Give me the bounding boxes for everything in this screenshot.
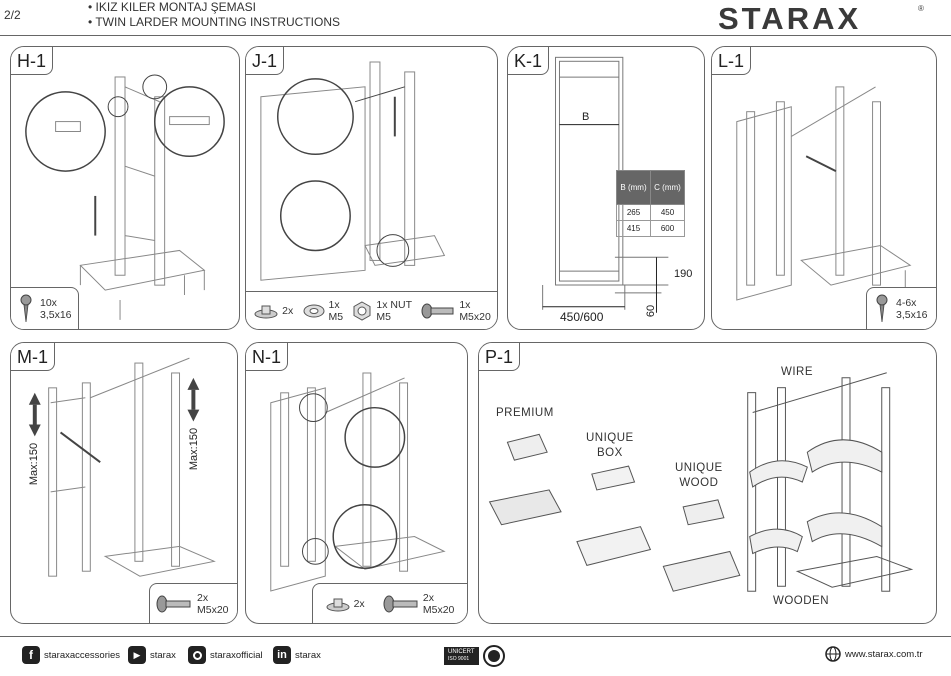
dim-b-label: B xyxy=(582,111,590,123)
header-divider xyxy=(0,35,951,36)
page-number: 2/2 xyxy=(4,8,21,22)
label-wooden: WOODEN xyxy=(773,595,830,607)
title-en: TWIN LARDER MOUNTING INSTRUCTIONS xyxy=(88,15,340,30)
facebook-icon: f xyxy=(22,646,40,664)
nut-icon xyxy=(353,300,371,321)
hw-qty: 2x xyxy=(282,304,294,317)
hw-qty: 2x xyxy=(353,597,365,610)
max-left-label: Max:150 xyxy=(28,442,41,486)
footer-instagram[interactable]: staraxofficial xyxy=(188,646,263,664)
youtube-icon: ▶ xyxy=(128,646,146,664)
label-unique-box: UNIQUE BOX xyxy=(586,432,634,459)
hw-size: M5x20 xyxy=(459,310,491,323)
document-title: IKIZ KILER MONTAJ ŞEMASI TWIN LARDER MOU… xyxy=(88,0,340,30)
hw-qty: 1x NUT xyxy=(376,298,413,311)
hw-qty: 1x xyxy=(328,298,340,311)
hw-size: M5 xyxy=(376,310,392,323)
cert-seal-icon xyxy=(482,645,505,667)
step-p1-panel: P-1 PREMIUM UNIQUE BOX UNIQUE WOOD WIRE … xyxy=(478,342,937,624)
j1-illustration xyxy=(260,61,446,281)
dim-width-label: 450/600 xyxy=(560,310,604,324)
step-label: P-1 xyxy=(479,343,521,371)
max-right-label: Max:150 xyxy=(188,427,201,471)
registered-mark: ® xyxy=(918,4,924,13)
p1-basket-options xyxy=(488,372,914,592)
washer-icon xyxy=(303,304,325,317)
hw-qty: 2x xyxy=(422,591,434,604)
bolt-icon xyxy=(383,595,418,612)
hw-qty: 1x xyxy=(459,298,471,311)
step-label: M-1 xyxy=(11,343,55,371)
label-unique-wood: UNIQUE WOOD xyxy=(675,462,723,489)
hw-size: M5x20 xyxy=(422,603,455,616)
instagram-icon xyxy=(188,646,206,664)
dim-height-190: 190 xyxy=(674,268,693,280)
cert-standard: ISO 9001 xyxy=(448,656,470,662)
cert-name: UNICERT xyxy=(448,649,475,655)
label-wire: WIRE xyxy=(781,366,814,378)
globe-icon xyxy=(825,646,841,662)
title-tr: IKIZ KILER MONTAJ ŞEMASI xyxy=(88,0,340,15)
hw-qty: 4-6x xyxy=(896,296,917,309)
l1-illustration xyxy=(736,86,912,301)
hw-size: M5 xyxy=(328,310,344,323)
screw-icon xyxy=(20,294,32,322)
m1-illustration xyxy=(28,357,216,577)
spacer-icon xyxy=(326,598,350,611)
brand-name: STARAX xyxy=(718,2,861,34)
n1-illustration xyxy=(270,372,446,592)
col-c: C (mm) xyxy=(650,170,685,205)
hw-qty: 10x xyxy=(40,296,57,309)
step-label: N-1 xyxy=(246,343,289,371)
hw-size: 3,5x16 xyxy=(896,308,928,321)
hw-qty: 2x xyxy=(197,591,209,604)
hw-size: 3,5x16 xyxy=(40,308,72,321)
col-b: B (mm) xyxy=(616,170,651,205)
spacer-icon xyxy=(254,305,278,318)
linkedin-icon: in xyxy=(273,646,291,664)
label-premium: PREMIUM xyxy=(496,407,554,419)
dim-height-60: 60 xyxy=(645,304,658,318)
hw-size: M5x20 xyxy=(197,603,229,616)
footer-divider xyxy=(0,636,951,637)
step-label: L-1 xyxy=(712,47,752,75)
bolt-icon xyxy=(421,303,454,318)
step-label: J-1 xyxy=(246,47,285,75)
bolt-icon xyxy=(156,595,191,612)
step-label: K-1 xyxy=(508,47,550,75)
certification-badge: UNICERT ISO 9001 xyxy=(444,645,505,667)
h1-illustration xyxy=(25,74,225,320)
screw-icon xyxy=(876,294,888,322)
footer-youtube[interactable]: ▶starax xyxy=(128,646,176,664)
footer-website[interactable]: www.starax.com.tr xyxy=(825,646,923,662)
step-label: H-1 xyxy=(11,47,54,75)
brand-logo: STARAX ® xyxy=(718,1,928,36)
